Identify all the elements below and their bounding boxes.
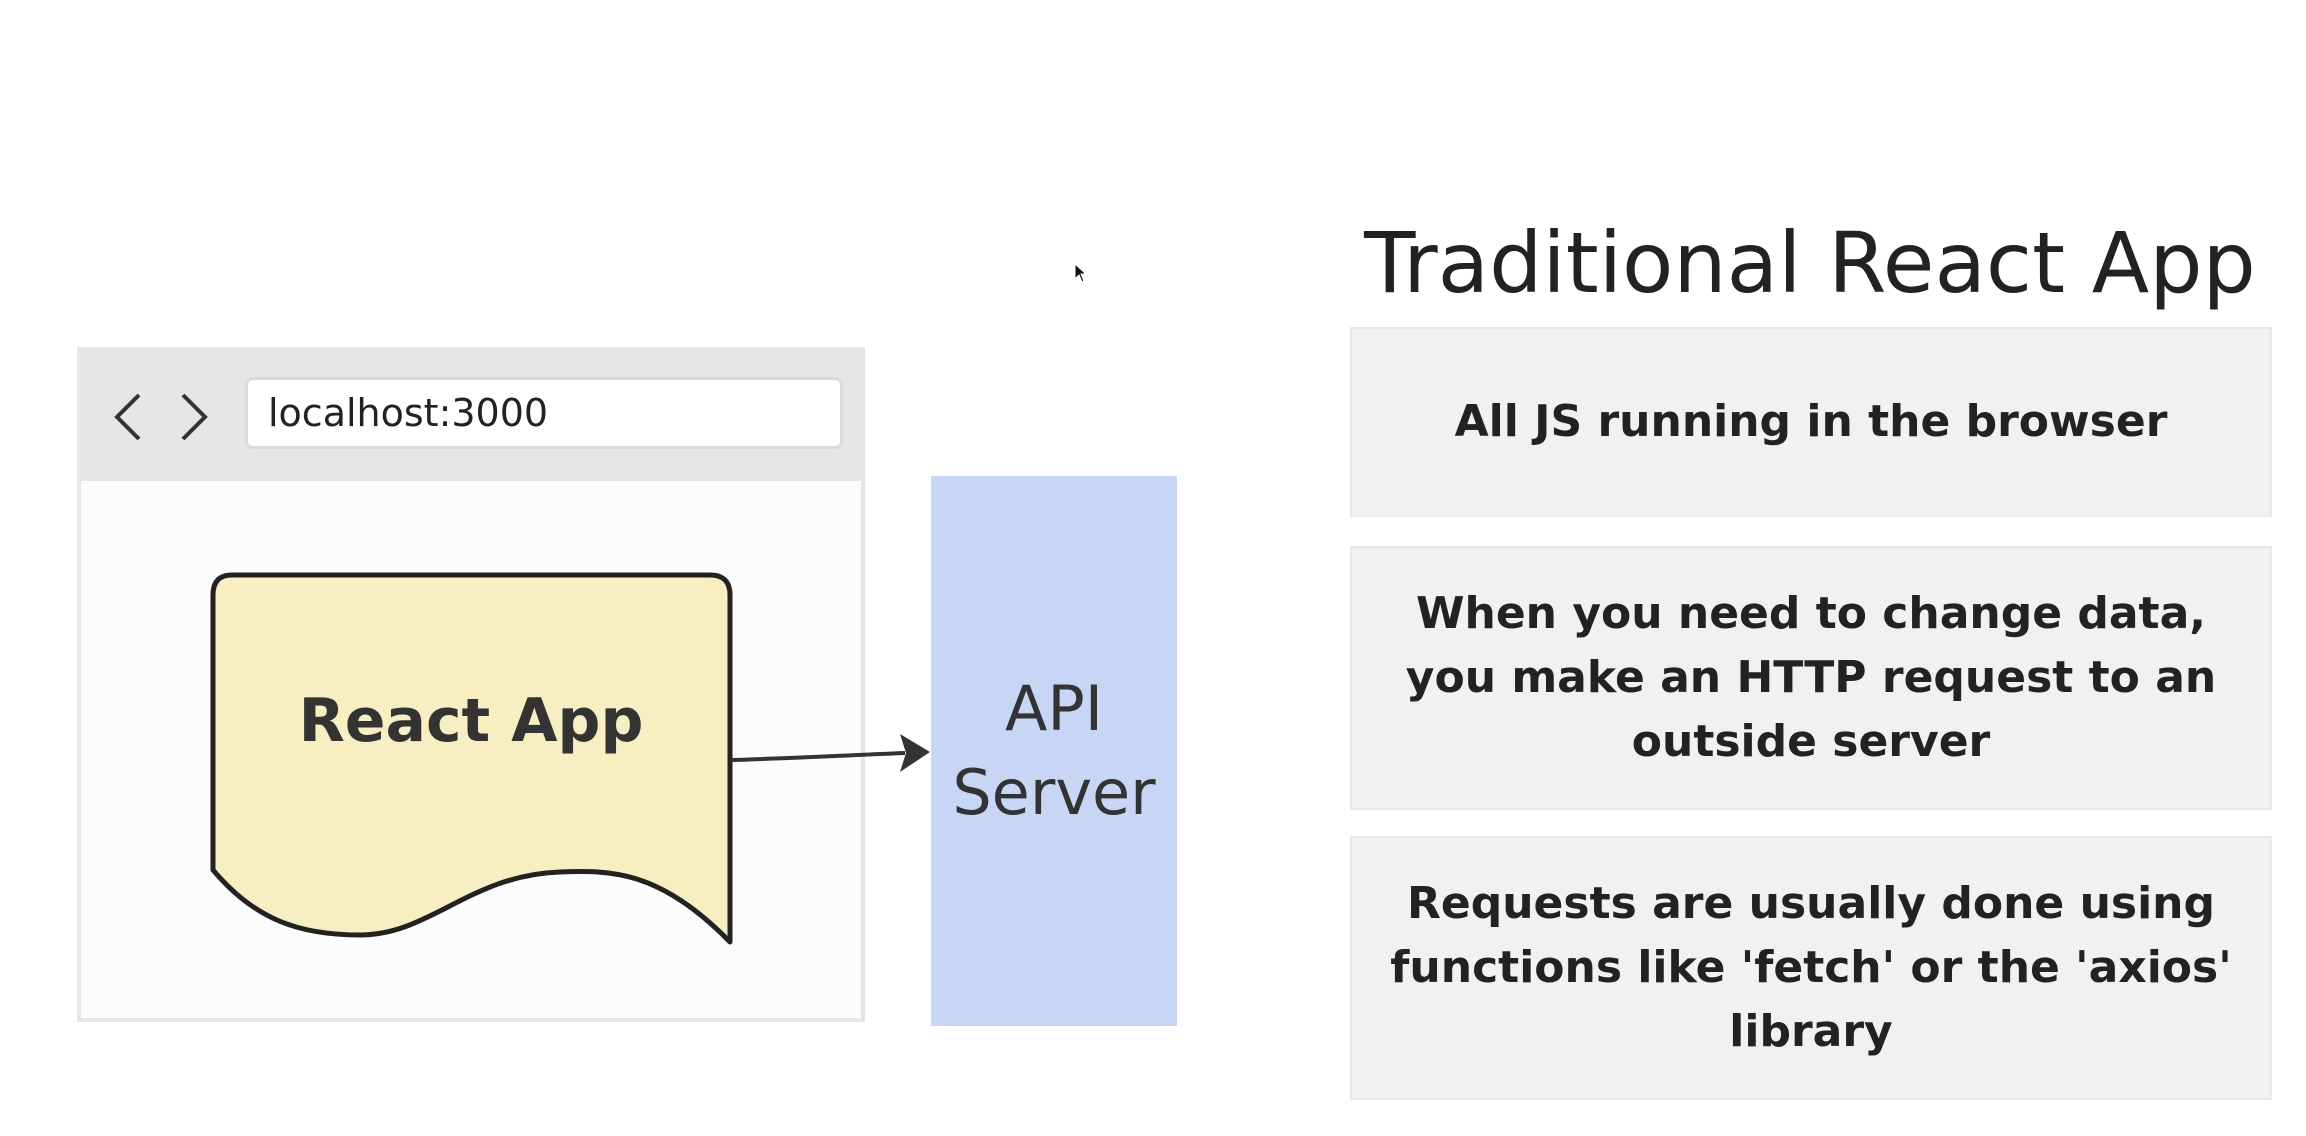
react-app-label: React App [298,686,644,756]
api-server-label-line2: Server [952,756,1156,829]
info-box-text: When you need to change data, you make a… [1405,588,2217,767]
address-bar-url: localhost:3000 [268,391,549,435]
info-box-browser-js: All JS running in the browser [1350,327,2272,517]
chevron-right-icon[interactable] [173,389,213,445]
mouse-cursor-icon [1075,264,1087,283]
request-arrow-head [900,734,930,772]
address-bar[interactable]: localhost:3000 [245,377,843,449]
info-box-fetch-axios: Requests are usually done using function… [1350,836,2272,1100]
info-box-text: All JS running in the browser [1454,396,2168,447]
browser-window: localhost:3000 [77,347,865,1022]
api-server-box: API Server [931,476,1177,1026]
info-box-http-request: When you need to change data, you make a… [1350,546,2272,810]
api-server-label-line1: API [1004,672,1104,746]
chevron-left-icon[interactable] [109,389,149,445]
page-title: Traditional React App [1364,214,2256,312]
browser-toolbar: localhost:3000 [81,351,861,481]
info-box-text: Requests are usually done using function… [1390,878,2232,1057]
